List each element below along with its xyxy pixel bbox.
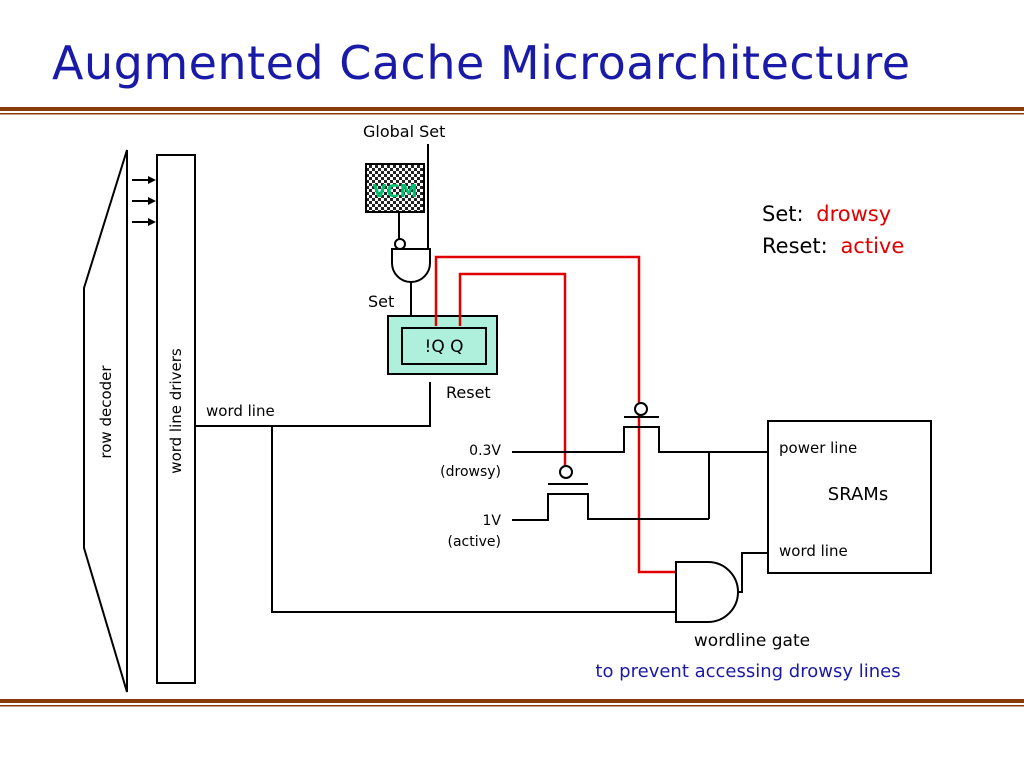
voltage-active-value: 1V xyxy=(483,513,502,529)
word-line-wire xyxy=(195,382,431,427)
wordline-gate-caption: to prevent accessing drowsy lines xyxy=(595,661,900,682)
sram-label: SRAMs xyxy=(828,484,888,505)
wordline-gate-label: wordline gate xyxy=(694,631,810,651)
vcm-block: VCM xyxy=(365,163,425,213)
legend-set-prefix: Set: xyxy=(762,202,804,226)
wordline-and-gate xyxy=(675,552,768,623)
top-rule xyxy=(0,107,1024,115)
voltage-drowsy-mode: (drowsy) xyxy=(440,464,501,480)
set-reset-legend: Set: drowsy Reset: active xyxy=(762,202,904,258)
word-line-left-label: word line xyxy=(206,402,275,420)
vcm-label: VCM xyxy=(372,181,417,202)
reset-label: Reset xyxy=(446,383,491,402)
global-set-label: Global Set xyxy=(363,122,445,141)
set-label: Set xyxy=(368,292,394,311)
drowsy-supply-transistor xyxy=(512,402,768,519)
word-line-drivers-label: word line drivers xyxy=(167,348,185,474)
word-line-to-gate-wire xyxy=(271,426,676,613)
row-decoder-block xyxy=(83,149,128,693)
legend-set-value: drowsy xyxy=(816,202,891,226)
word-line-drivers-block xyxy=(156,154,196,684)
decoder-arrows xyxy=(132,176,156,226)
active-supply-transistor xyxy=(512,465,709,521)
svg-text:Reset: active: Reset: active xyxy=(762,234,904,258)
row-decoder-label: row decoder xyxy=(97,365,115,459)
flipflop-label: !Q Q xyxy=(425,337,464,357)
sram-block: power line SRAMs word line xyxy=(767,420,932,574)
drowsy-control-wires xyxy=(434,255,676,574)
svg-text:Set: drowsy: Set: drowsy xyxy=(762,202,891,226)
voltage-active-mode: (active) xyxy=(448,534,501,550)
sram-word-line-label: word line xyxy=(779,542,848,560)
legend-reset-value: active xyxy=(840,234,904,258)
flipflop-block: !Q Q xyxy=(387,315,498,375)
bottom-rule xyxy=(0,699,1024,707)
voltage-drowsy-value: 0.3V xyxy=(469,443,501,459)
legend-reset-prefix: Reset: xyxy=(762,234,828,258)
sram-power-line-label: power line xyxy=(779,439,857,457)
nand-gate xyxy=(391,238,431,283)
slide-title: Augmented Cache Microarchitecture xyxy=(52,36,911,90)
